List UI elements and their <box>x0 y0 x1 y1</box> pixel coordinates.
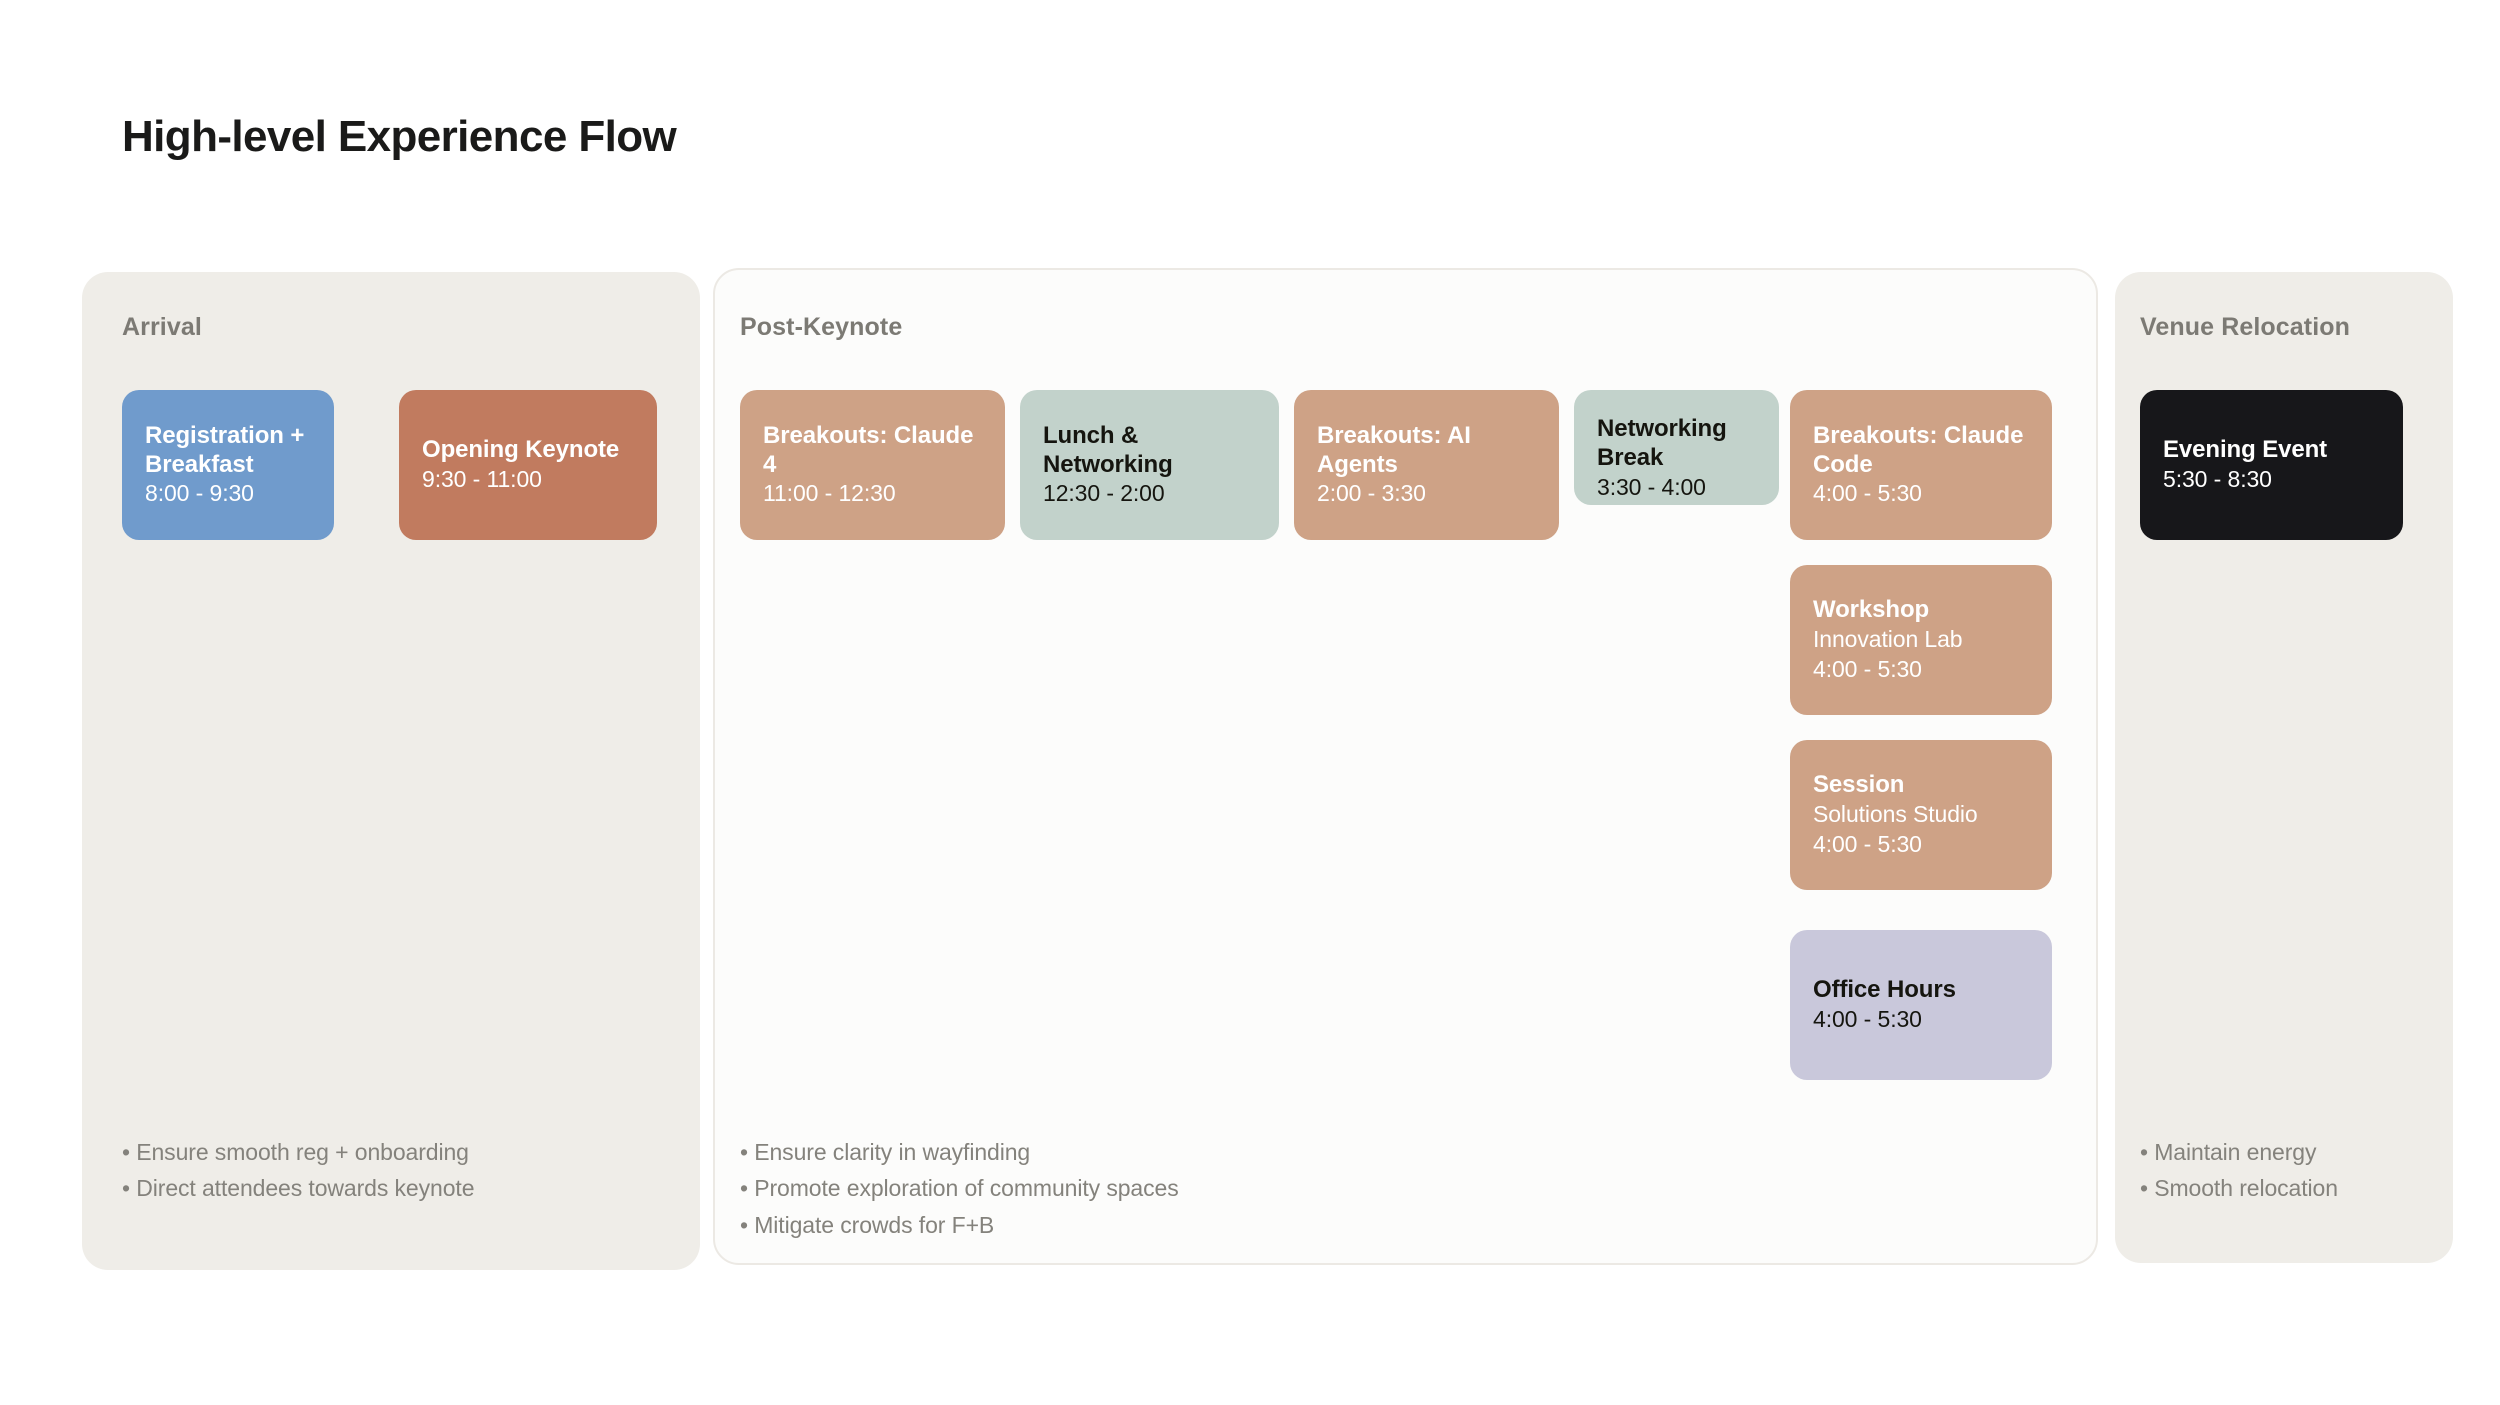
card-evening-event[interactable]: Evening Event 5:30 - 8:30 <box>2140 390 2403 540</box>
card-registration-breakfast[interactable]: Registration + Breakfast 8:00 - 9:30 <box>122 390 334 540</box>
card-title: Evening Event <box>2163 436 2328 464</box>
card-lunch-networking[interactable]: Lunch & Networking 12:30 - 2:00 <box>1020 390 1279 540</box>
card-time: 4:00 - 5:30 <box>1813 830 1922 857</box>
card-time: 8:00 - 9:30 <box>145 480 254 507</box>
card-office-hours[interactable]: Office Hours 4:00 - 5:30 <box>1790 930 2052 1080</box>
card-networking-break[interactable]: Networking Break 3:30 - 4:00 <box>1574 390 1779 505</box>
card-breakouts-claude-code[interactable]: Breakouts: Claude Code 4:00 - 5:30 <box>1790 390 2052 540</box>
card-time: 5:30 - 8:30 <box>2163 465 2272 492</box>
column-label-post-keynote: Post-Keynote <box>740 313 903 341</box>
card-time: 2:00 - 3:30 <box>1317 480 1426 507</box>
card-time: 4:00 - 5:30 <box>1813 480 1922 507</box>
card-time: 9:30 - 11:00 <box>422 465 542 492</box>
card-time: 12:30 - 2:00 <box>1043 480 1165 507</box>
card-opening-keynote[interactable]: Opening Keynote 9:30 - 11:00 <box>399 390 657 540</box>
card-title: Office Hours <box>1813 976 1956 1004</box>
card-title: Session <box>1813 771 1905 799</box>
column-label-venue-relocation: Venue Relocation <box>2140 313 2350 341</box>
card-title: Lunch & Networking <box>1043 421 1173 479</box>
column-notes-post-keynote: • Ensure clarity in wayfinding • Promote… <box>740 1139 1179 1238</box>
card-title: Breakouts: Claude 4 <box>763 421 974 479</box>
card-title: Workshop <box>1813 596 1930 624</box>
card-subtitle: Solutions Studio <box>1813 800 1978 827</box>
card-title: Breakouts: Claude Code <box>1813 421 2024 479</box>
card-time: 4:00 - 5:30 <box>1813 655 1922 682</box>
card-time: 11:00 - 12:30 <box>763 480 896 507</box>
column-notes-arrival: • Ensure smooth reg + onboarding • Direc… <box>122 1139 475 1202</box>
column-notes-venue-relocation: • Maintain energy • Smooth relocation <box>2140 1139 2338 1202</box>
card-title: Breakouts: AI Agents <box>1317 421 1471 479</box>
card-subtitle: Innovation Lab <box>1813 625 1963 652</box>
card-breakouts-ai-agents[interactable]: Breakouts: AI Agents 2:00 - 3:30 <box>1294 390 1559 540</box>
card-title: Opening Keynote <box>422 436 620 464</box>
column-label-arrival: Arrival <box>122 313 202 341</box>
card-breakouts-claude-4[interactable]: Breakouts: Claude 4 11:00 - 12:30 <box>740 390 1005 540</box>
card-time: 4:00 - 5:30 <box>1813 1005 1922 1032</box>
card-title: Networking Break <box>1597 415 1727 472</box>
card-title: Registration + Breakfast <box>145 421 305 479</box>
page-title: High-level Experience Flow <box>122 112 677 161</box>
card-time: 3:30 - 4:00 <box>1597 473 1706 500</box>
card-session-solutions-studio[interactable]: Session Solutions Studio 4:00 - 5:30 <box>1790 740 2052 890</box>
card-workshop-innovation-lab[interactable]: Workshop Innovation Lab 4:00 - 5:30 <box>1790 565 2052 715</box>
